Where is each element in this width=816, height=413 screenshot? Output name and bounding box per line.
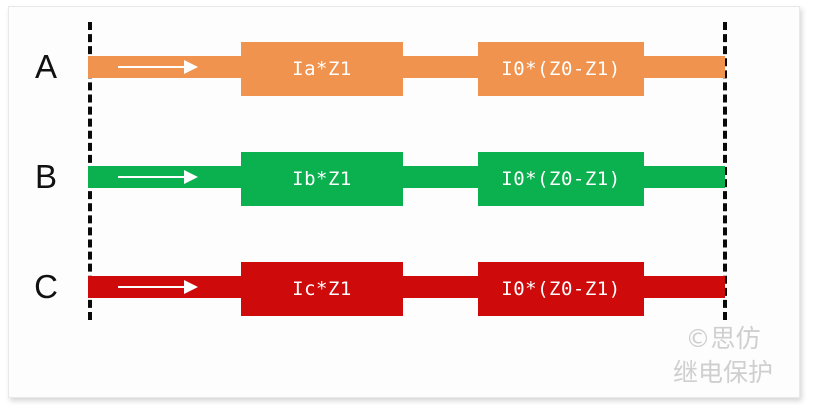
phase-c-impedance-block-1: Ic*Z1 [241, 262, 403, 316]
watermark: ©思仿 继电保护 [648, 322, 798, 390]
phase-c-impedance-block-2: I0*(Z0-Z1) [478, 262, 644, 316]
phase-label-b: B [34, 158, 57, 195]
arrow-head [184, 170, 198, 184]
phase-b-impedance-block-1: Ib*Z1 [241, 152, 403, 206]
phase-a-impedance-block-2: I0*(Z0-Z1) [478, 42, 644, 96]
arrow-shaft [118, 66, 186, 68]
right-boundary-dashed-line [723, 22, 727, 320]
watermark-line-2: 继电保护 [672, 358, 773, 387]
phase-b-impedance-block-2: I0*(Z0-Z1) [478, 152, 644, 206]
phase-label-c: C [34, 268, 58, 305]
phase-label-a: A [34, 48, 57, 85]
phase-row-a: A Ia*Z1 I0*(Z0-Z1) [0, 39, 816, 99]
arrow-head [184, 280, 198, 294]
phase-b-current-direction-arrow-icon [118, 170, 198, 184]
phase-row-c: C Ic*Z1 I0*(Z0-Z1) [0, 259, 816, 319]
phase-row-b: B Ib*Z1 I0*(Z0-Z1) [0, 149, 816, 209]
phase-c-current-direction-arrow-icon [118, 280, 198, 294]
arrow-shaft [118, 176, 186, 178]
phase-a-impedance-block-1: Ia*Z1 [241, 42, 403, 96]
arrow-shaft [118, 286, 186, 288]
phase-a-current-direction-arrow-icon [118, 60, 198, 74]
arrow-head [184, 60, 198, 74]
watermark-line-1: ©思仿 [685, 324, 761, 353]
